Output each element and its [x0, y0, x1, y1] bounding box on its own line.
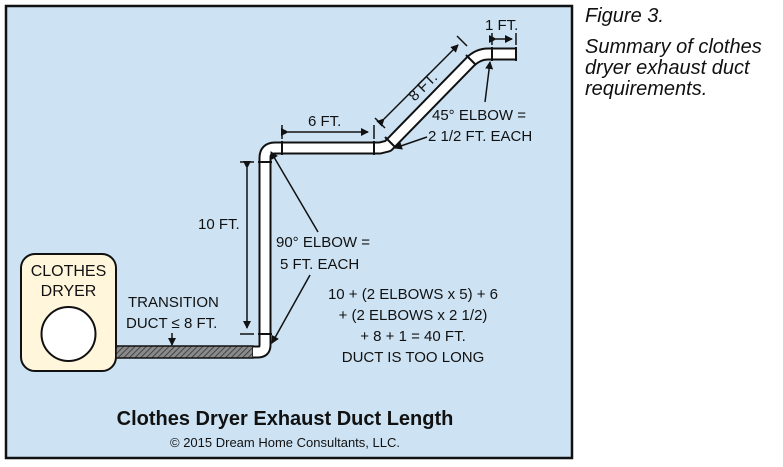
calc-line4: DUCT IS TOO LONG — [342, 349, 485, 366]
elbow90-label-line2: 5 FT. EACH — [280, 256, 359, 273]
joint-mark — [465, 54, 477, 66]
label-10ft: 10 FT. — [198, 216, 240, 233]
dimension-6ft — [281, 125, 375, 139]
elbow45-label-line1: 45° ELBOW = — [432, 107, 526, 124]
dryer-label-line1: CLOTHES — [31, 263, 107, 280]
joint-mark — [384, 136, 396, 148]
calc-line1: 10 + (2 ELBOWS x 5) + 6 — [328, 286, 498, 303]
elbow45-label-line2: 2 1/2 FT. EACH — [428, 128, 532, 145]
dimension-8ft — [374, 35, 468, 129]
dimension-10ft — [240, 161, 254, 335]
dryer-label-line2: DRYER — [41, 283, 97, 300]
elbow90-label-line1: 90° ELBOW = — [276, 234, 370, 251]
duct-diagram: CLOTHES DRYER 10 FT. 6 FT. 8 FT. — [4, 4, 574, 460]
diagram-title: Clothes Dryer Exhaust Duct Length — [117, 408, 454, 430]
transition-duct — [115, 345, 254, 359]
diagram-background — [4, 4, 574, 460]
label-6ft: 6 FT. — [308, 113, 341, 130]
copyright: © 2015 Dream Home Consultants, LLC. — [170, 435, 400, 450]
dimension-1ft — [489, 33, 517, 45]
elbow90-leaders — [270, 151, 319, 344]
rigid-duct — [251, 47, 517, 359]
elbow45-leaders — [394, 61, 494, 150]
label-1ft: 1 FT. — [485, 17, 518, 34]
calc-line2: + (2 ELBOWS x 2 1/2) — [339, 307, 488, 324]
figure-caption: Figure 3. Summary of clothes dryer exhau… — [585, 6, 780, 100]
transition-label-line2: DUCT ≤ 8 FT. — [126, 315, 217, 332]
transition-label-line1: TRANSITION — [128, 294, 219, 311]
figure-label: Figure 3. — [585, 5, 664, 27]
dryer-door — [40, 306, 97, 362]
clothes-dryer: CLOTHES DRYER — [20, 253, 117, 372]
figure-caption-text: Summary of clothes dryer exhaust duct re… — [585, 36, 762, 100]
calc-line3: + 8 + 1 = 40 FT. — [360, 328, 465, 345]
